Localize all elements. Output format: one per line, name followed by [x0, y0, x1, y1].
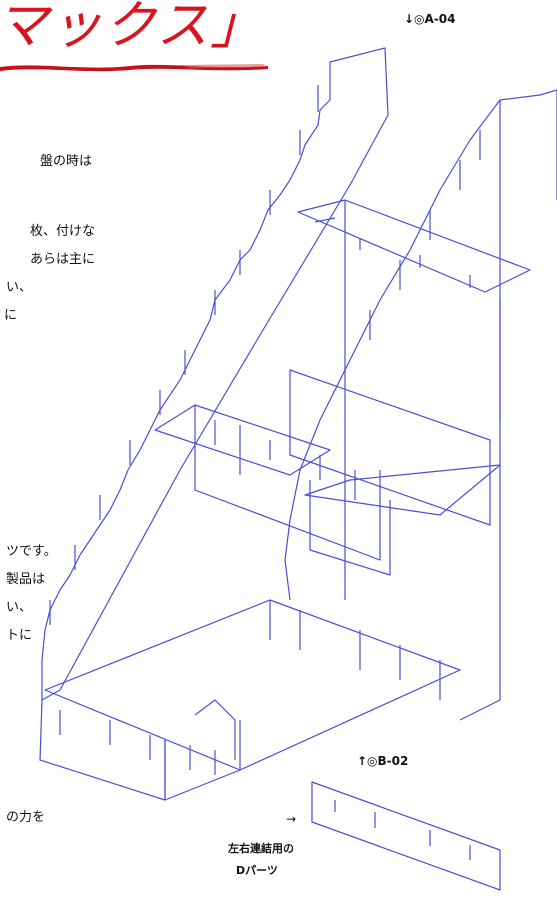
body-text-line: い、: [6, 600, 33, 615]
body-text-line: に: [4, 308, 18, 323]
body-text-line: 枚、付けな: [30, 224, 96, 239]
body-text-line: トに: [6, 628, 33, 643]
arrow-right-icon: →: [286, 812, 297, 826]
body-text-line: の力を: [6, 810, 46, 825]
right-side-panel: [284, 89, 557, 601]
body-text-line: あらは主に: [30, 252, 96, 267]
body-text-line: 製品は: [6, 572, 46, 587]
shelf-a04: [297, 199, 531, 293]
body-text-line: ツです。: [6, 544, 57, 559]
middle-shelf-panels: [154, 369, 501, 576]
body-text-line: い、: [6, 280, 33, 295]
stepped-side-panel: [39, 47, 389, 801]
section-title: マックス」: [0, 0, 265, 56]
label-part-a04: ↓◎A-04: [404, 12, 456, 26]
label-connector-line2: Dパーツ: [236, 864, 278, 877]
brush-stroke-decoration: [0, 64, 268, 72]
label-connector-line1: 左右連結用の: [228, 842, 294, 855]
vertical-back-panel: [344, 200, 501, 721]
bottom-base-panel: [44, 599, 461, 801]
connector-d-part: [311, 781, 501, 891]
body-text-line: 盤の時は: [40, 154, 93, 169]
label-part-b02: ↑◎B-02: [357, 754, 409, 768]
